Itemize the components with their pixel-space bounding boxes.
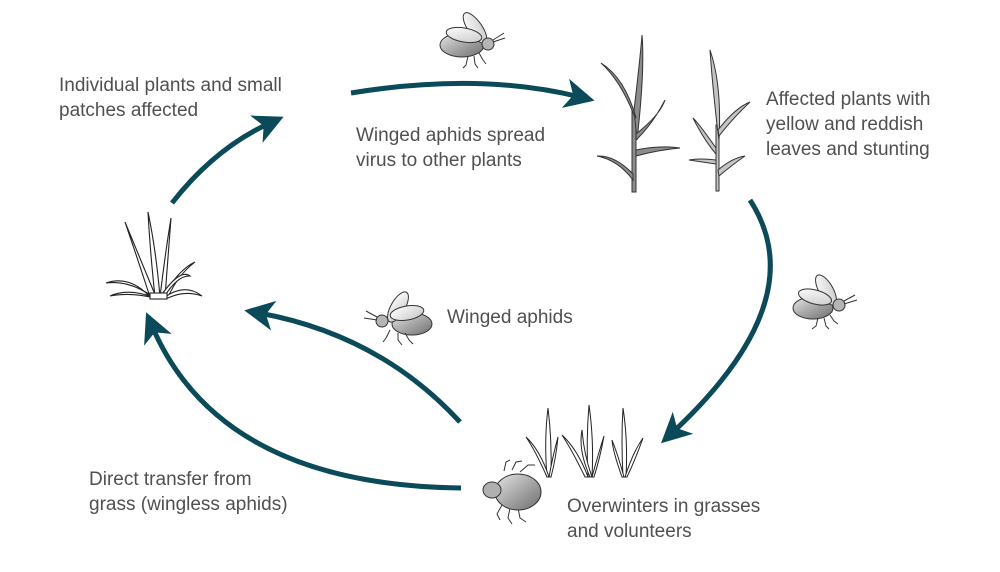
arrow-patches-to-affected-plants — [350, 78, 595, 108]
grass-seedling-icon — [105, 211, 203, 300]
plant-dark — [596, 34, 681, 193]
stunted-plants-icon — [596, 34, 751, 193]
cycle-arrows — [144, 78, 773, 491]
arrow-direct-transfer — [144, 312, 462, 491]
winged-aphid-icon-right — [792, 274, 858, 330]
grass-clump-icon — [525, 404, 644, 478]
arrow-affected-plants-to-grasses — [661, 198, 773, 444]
label-overwinters: Overwinters in grasses and volunteers — [567, 496, 761, 542]
label-direct-transfer: Direct transfer from grass (wingless aph… — [89, 469, 288, 515]
label-winged-spread: Winged aphids spread virus to other plan… — [356, 125, 546, 171]
winged-aphid-icon-top — [439, 12, 506, 69]
arrow-winged-aphids-return — [244, 300, 462, 424]
arrow-seedling-to-patches — [170, 115, 284, 205]
label-winged-aphids: Winged aphids — [447, 307, 573, 328]
winged-aphid-icon-middle — [363, 291, 433, 346]
label-individual-plants: Individual plants and small patches affe… — [59, 75, 282, 121]
label-affected-plants: Affected plants with yellow and reddish … — [766, 89, 931, 160]
wingless-aphid-icon — [482, 459, 542, 525]
plant-light — [688, 49, 751, 192]
